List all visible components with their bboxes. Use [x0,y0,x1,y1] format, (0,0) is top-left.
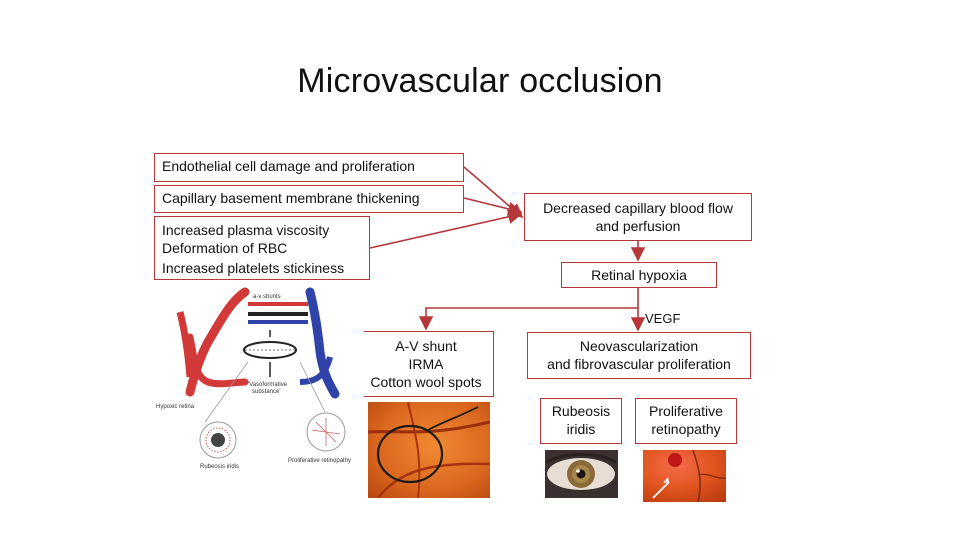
rubeosis-line1: Rubeosis [551,403,611,419]
basement-thickening-box: Capillary basement membrane thickening [154,185,464,213]
endothelial-damage-text: Endothelial cell damage and proliferatio… [162,158,415,174]
retinal-hypoxia-box: Retinal hypoxia [561,262,717,288]
proliferative-line2: retinopathy [651,421,721,437]
vein-trunk [305,287,340,399]
capillary-loop [243,341,297,359]
arrow-to-av [418,307,638,331]
rubeosis-fig-label: Rubeosis iridis [200,464,239,470]
blood-change-1: Increased plasma viscosity [162,222,330,238]
neovascularization-line1: Neovascularization [579,338,699,354]
arrow-basement [463,197,523,216]
neovascularization-box: Neovascularization and fibrovascular pro… [527,332,751,379]
proliferative-box: Proliferative retinopathy [635,398,737,444]
vaso-label-1: 'Vasoformative [248,382,288,388]
blood-change-2: Deformation of RBC [162,240,288,256]
hypoxic-label: Hypoxic retina [156,404,195,410]
proliferative-line1: Proliferative [649,403,723,419]
fundus-photo [368,402,490,498]
irma-text: IRMA [408,356,444,372]
av-shunt-box: A-V shunt IRMA Cotton wool spots [358,331,494,397]
prolif-fig-label: Proliferative retinopathy [288,458,351,464]
artery-trunk [185,287,250,397]
cotton-wool-text: Cotton wool spots [370,374,482,390]
rubeosis-line2: iridis [566,421,596,437]
vegf-label: VEGF [645,311,681,326]
retinal-hypoxia-text: Retinal hypoxia [591,267,687,283]
rubeosis-box: Rubeosis iridis [540,398,622,444]
endothelial-damage-box: Endothelial cell damage and proliferatio… [154,153,464,182]
neovascularization-line2: and fibrovascular proliferation [547,356,731,372]
av-shunt-text: A-V shunt [395,338,457,354]
slide-title: Microvascular occlusion [297,62,663,100]
basement-thickening-text: Capillary basement membrane thickening [162,190,420,206]
artery-vessel [186,333,249,388]
rubeosis-eye-photo [545,450,618,498]
blood-change-3: Increased platelets stickiness [162,260,345,276]
shunts-label: a-v shunts [253,294,281,300]
decreased-flow-line2: and perfusion [595,218,681,234]
arrow-blood [369,209,523,249]
vascular-schematic: a-v shunts Hypoxic retina 'Vasoformative… [150,282,364,492]
decreased-flow-line1: Decreased capillary blood flow [543,200,733,216]
decreased-flow-box: Decreased capillary blood flow and perfu… [524,193,752,241]
proliferative-retina-photo [643,450,726,502]
vaso-label-2: substance' [252,389,281,395]
blood-changes-box: Increased plasma viscosity Deformation o… [154,216,370,280]
